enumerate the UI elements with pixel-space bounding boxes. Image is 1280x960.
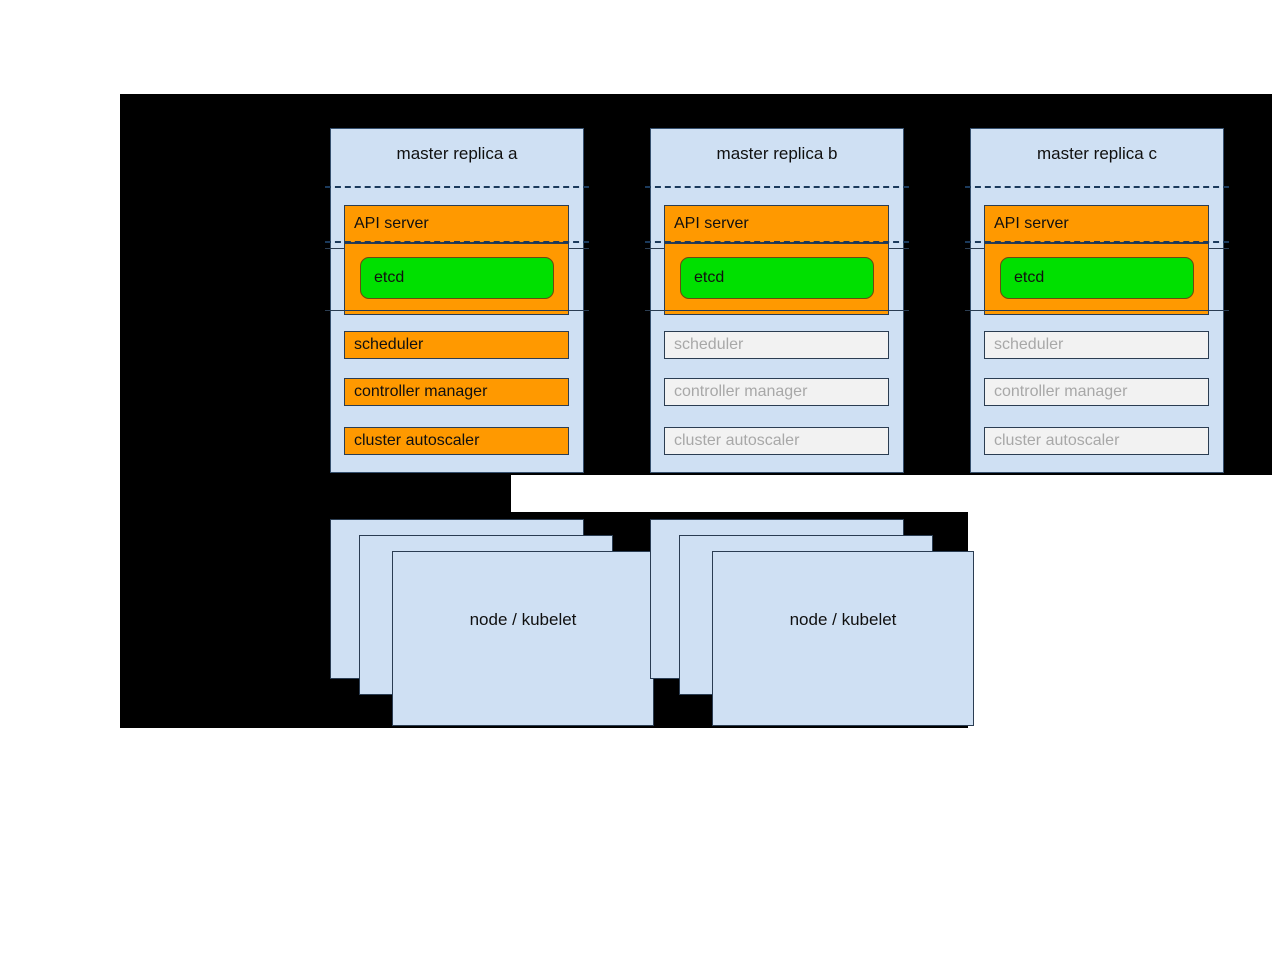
replica-b-api-etcd-separator — [645, 241, 909, 243]
replica-c-controller-manager-label: controller manager — [994, 383, 1128, 400]
replica-b-etcd-bottom-rule — [645, 310, 909, 311]
replica-c-scheduler-label: scheduler — [994, 336, 1064, 353]
replica-b-api-server-label: API server — [674, 215, 749, 232]
replica-a-controller-manager-label: controller manager — [354, 383, 488, 400]
replica-c-controller-manager[interactable]: controller manager — [984, 378, 1209, 406]
replica-a-api-etcd-separator — [325, 241, 589, 243]
replica-c-api-server-label: API server — [994, 215, 1069, 232]
replica-c-control-plane-separator — [965, 186, 1229, 188]
replica-a-etcd-label: etcd — [374, 269, 405, 286]
master-replica-c-title: master replica c — [1037, 144, 1157, 163]
replica-a-controller-manager[interactable]: controller manager — [344, 378, 569, 406]
replica-a-cluster-autoscaler-label: cluster autoscaler — [354, 432, 480, 449]
node-stack-1-label: node / kubelet — [469, 610, 577, 629]
replica-a-control-plane-separator — [325, 186, 589, 188]
replica-b-control-plane-separator — [645, 186, 909, 188]
replica-b-controller-manager-label: controller manager — [674, 383, 808, 400]
node-stack-2-card-front[interactable]: node / kubelet — [712, 551, 974, 726]
replica-c-api-server[interactable]: API server — [984, 205, 1209, 243]
node-stack-1-card-front[interactable]: node / kubelet — [392, 551, 654, 726]
master-replica-a-title: master replica a — [396, 144, 518, 163]
replica-b-api-server[interactable]: API server — [664, 205, 889, 243]
replica-c-api-etcd-separator — [965, 241, 1229, 243]
replica-b-cluster-autoscaler[interactable]: cluster autoscaler — [664, 427, 889, 455]
node-stack-2-label: node / kubelet — [789, 610, 897, 629]
replica-c-cluster-autoscaler-label: cluster autoscaler — [994, 432, 1120, 449]
replica-b-cluster-autoscaler-label: cluster autoscaler — [674, 432, 800, 449]
replica-a-scheduler-label: scheduler — [354, 336, 424, 353]
replica-a-api-server[interactable]: API server — [344, 205, 569, 243]
replica-a-api-server-label: API server — [354, 215, 429, 232]
replica-c-scheduler[interactable]: scheduler — [984, 331, 1209, 359]
replica-a-cluster-autoscaler[interactable]: cluster autoscaler — [344, 427, 569, 455]
replica-c-etcd[interactable]: etcd — [1000, 257, 1194, 299]
replica-a-scheduler[interactable]: scheduler — [344, 331, 569, 359]
replica-b-etcd-label: etcd — [694, 269, 725, 286]
replica-b-scheduler[interactable]: scheduler — [664, 331, 889, 359]
replica-c-etcd-label: etcd — [1014, 269, 1045, 286]
replica-a-etcd-bottom-rule — [325, 310, 589, 311]
backdrop-mid-left — [120, 475, 511, 512]
replica-a-etcd[interactable]: etcd — [360, 257, 554, 299]
replica-c-cluster-autoscaler[interactable]: cluster autoscaler — [984, 427, 1209, 455]
replica-c-etcd-bottom-rule — [965, 310, 1229, 311]
master-replica-b-title: master replica b — [716, 144, 838, 163]
replica-b-etcd[interactable]: etcd — [680, 257, 874, 299]
replica-b-controller-manager[interactable]: controller manager — [664, 378, 889, 406]
replica-b-scheduler-label: scheduler — [674, 336, 744, 353]
